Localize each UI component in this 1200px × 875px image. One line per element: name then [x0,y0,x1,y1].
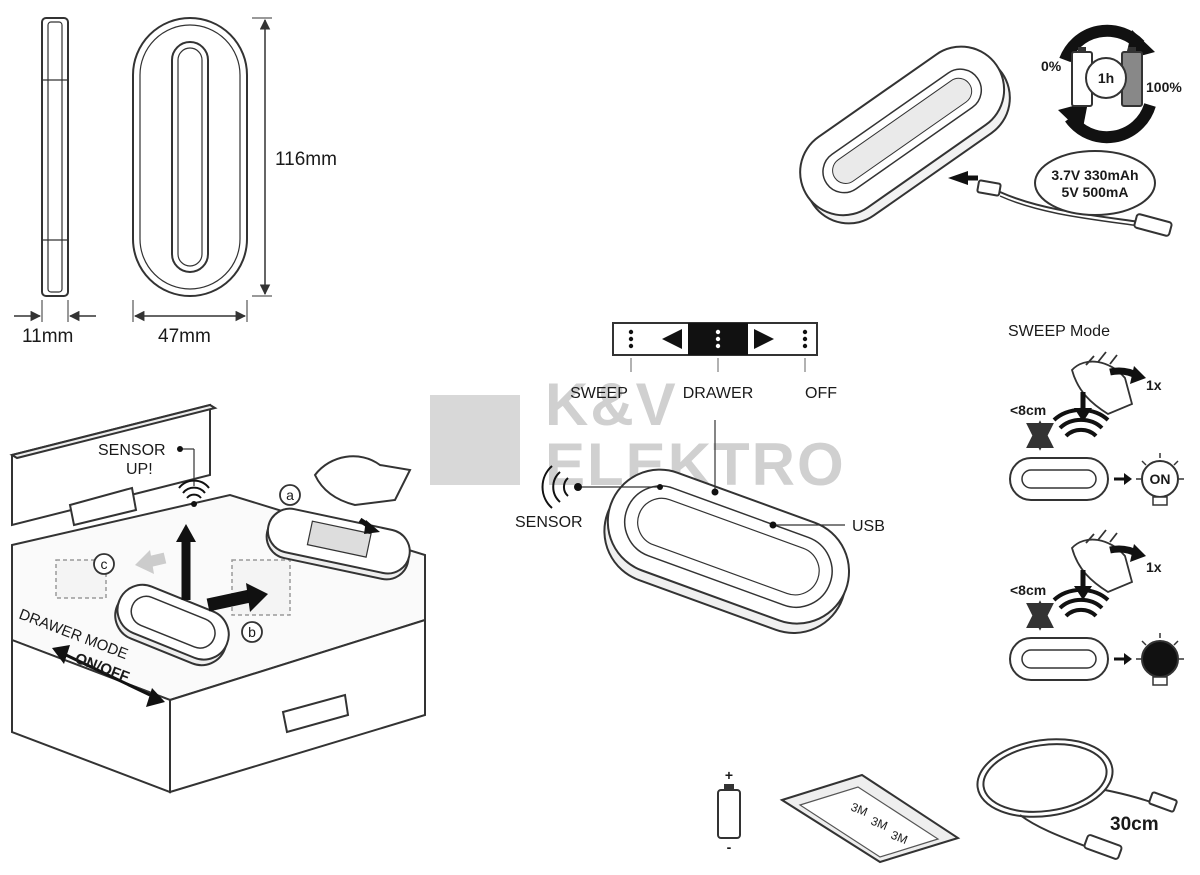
hand-icon-drawer [313,455,412,507]
device-3d-center [541,420,851,634]
spec-bubble [1034,150,1156,216]
cable-length-label: 30cm [1110,814,1159,835]
ghost-position-b [231,559,291,616]
motion-wave-icon-off [1052,587,1110,618]
tape-text-2: 3M [869,814,890,833]
sensor-up-wave-icon [178,479,210,499]
width-label: 47mm [158,326,211,347]
step-a-marker [279,484,301,506]
plug-arrow-icon [948,171,968,185]
sweep-count-on: 1x [1146,377,1162,393]
device-3d-charging [799,45,1011,225]
usb-label: USB [852,518,885,535]
device-adhesive [265,507,411,581]
switch-dots-left [628,329,634,349]
motion-wave-icon-on [1052,407,1110,438]
bulb-off-icon [1141,640,1179,678]
usb-plug-small [976,179,1002,197]
switch-mode-drawer: DRAWER [683,385,754,402]
drawer-handle [281,693,350,734]
mode-switch [612,322,818,372]
thickness-label: 11mm [22,326,73,347]
step-c-label: c [101,556,108,572]
dimension-drawing [14,17,272,322]
sweep-distance-off: <8cm [1010,582,1046,598]
drawer-front [169,618,426,794]
battery-minus-label: - [727,839,732,855]
step-c-marker [93,553,115,575]
sweep-mode-title: SWEEP Mode [1008,323,1110,340]
spec-line2: 5V 500mA [1062,184,1129,200]
device-in-drawer [114,583,230,667]
charge-duration-label: 1h [1098,70,1114,86]
sensor-up-line1: SENSOR [98,442,166,459]
top-drawer-handle [68,486,138,527]
step-b-label: b [248,624,256,640]
arrow-b-icon [206,589,252,612]
bulb-on-label: ON [1150,471,1171,487]
switch-mode-off: OFF [805,385,837,402]
clock-icon [1085,57,1127,99]
hand-icon-on [1070,351,1134,416]
switch-arrow-left-icon [662,329,682,349]
charge-empty-label: 0% [1041,58,1062,74]
front-view [132,17,248,297]
charging-illustration: 3.7V 330mAh 5V 500mA 0% 100% 1h [799,24,1182,237]
step-b-marker [241,621,263,643]
spec-line1: 3.7V 330mAh [1051,167,1138,183]
switch-dots-right [802,329,808,349]
sensor-wave-icon [562,477,569,497]
accessories [717,738,1178,864]
drawer-mode-arrow [65,653,151,697]
switch-dots-center [715,329,721,349]
watermark-logo-icon [430,395,520,485]
tape-text-3: 3M [889,828,910,847]
battery-accessory-icon [717,789,741,839]
ghost-position-c [55,559,107,599]
bulb-rays [1136,453,1184,480]
charge-cycle-icon [1058,24,1156,144]
switch-mode-sweep: SWEEP [570,385,628,402]
sweep-off-panel [1009,529,1184,686]
usb-plug-large [1133,213,1173,237]
sweep-count-off: 1x [1146,559,1162,575]
side-view [41,17,69,297]
sensor-up-line2: UP! [126,461,153,478]
usb-cable-coil-icon [976,738,1178,860]
switch-arrow-right-icon [754,329,774,349]
charge-full-label: 100% [1146,79,1182,95]
sensor-label: SENSOR [515,514,583,531]
hand-icon-off [1070,529,1134,594]
battery-plus-label: + [725,767,733,783]
sweep-distance-on: <8cm [1010,402,1046,418]
sweep-on-panel [1009,351,1184,506]
height-label: 116mm [275,149,337,170]
watermark-line1: K&V [545,371,678,438]
step-a-label: a [286,487,294,503]
adhesive-tape-icon [779,773,961,864]
tape-text-1: 3M [849,800,870,819]
